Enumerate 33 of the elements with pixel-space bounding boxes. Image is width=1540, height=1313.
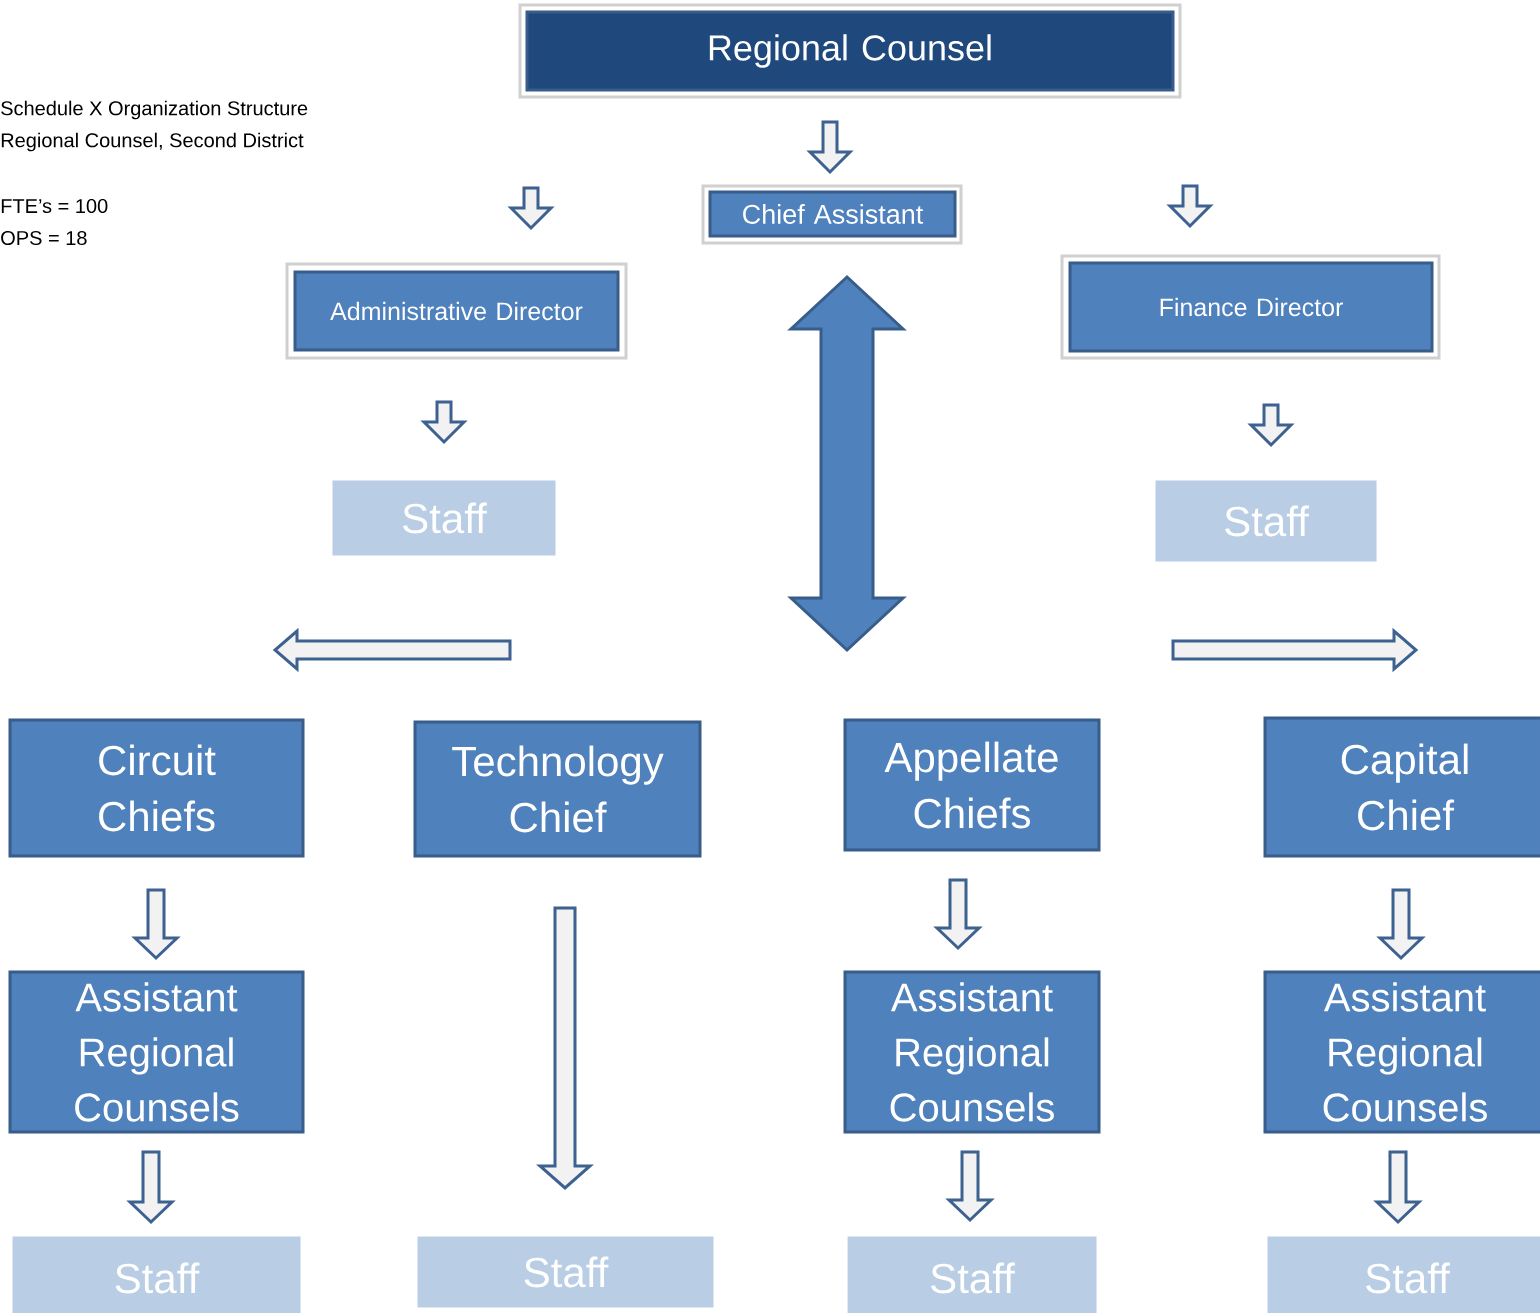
staff-box: Staff xyxy=(417,1236,714,1308)
staff-box: Staff xyxy=(847,1236,1097,1313)
role-box: Finance Director xyxy=(1060,254,1441,360)
staff-box: Staff xyxy=(1155,480,1377,562)
note-text: FTE’s = 100 xyxy=(1,198,108,214)
block-arrow xyxy=(1247,403,1295,448)
block-arrow xyxy=(933,878,983,951)
block-arrow xyxy=(1373,1150,1423,1225)
role-box: Chief Assistant xyxy=(701,184,963,245)
note-text: Schedule X Organization Structure xyxy=(1,100,308,120)
staff-box: Staff xyxy=(332,480,556,556)
block-arrow xyxy=(126,1150,176,1225)
staff-box: Staff xyxy=(12,1236,301,1313)
role-box: Capital Chief xyxy=(1263,716,1540,858)
title-box: Regional Counsel xyxy=(518,3,1182,99)
block-arrow xyxy=(1376,888,1426,961)
block-arrow xyxy=(806,120,854,175)
role-box: Administrative Director xyxy=(285,262,628,360)
role-box: Assistant Regional Counsels xyxy=(8,970,305,1134)
block-arrow xyxy=(536,906,594,1190)
block-arrow xyxy=(131,888,181,961)
block-arrow xyxy=(1166,184,1214,229)
role-box: Assistant Regional Counsels xyxy=(843,970,1101,1134)
note-text: OPS = 18 xyxy=(1,230,87,246)
note-text: Regional Counsel, Second District xyxy=(1,132,304,152)
role-box: Circuit Chiefs xyxy=(8,718,305,858)
role-box: Appellate Chiefs xyxy=(843,718,1101,852)
block-arrow xyxy=(507,186,555,231)
staff-box: Staff xyxy=(1267,1236,1540,1313)
role-box: Assistant Regional Counsels xyxy=(1263,970,1540,1134)
block-arrow xyxy=(945,1150,995,1223)
block-arrow xyxy=(420,400,468,445)
role-box: Technology Chief xyxy=(413,720,702,858)
